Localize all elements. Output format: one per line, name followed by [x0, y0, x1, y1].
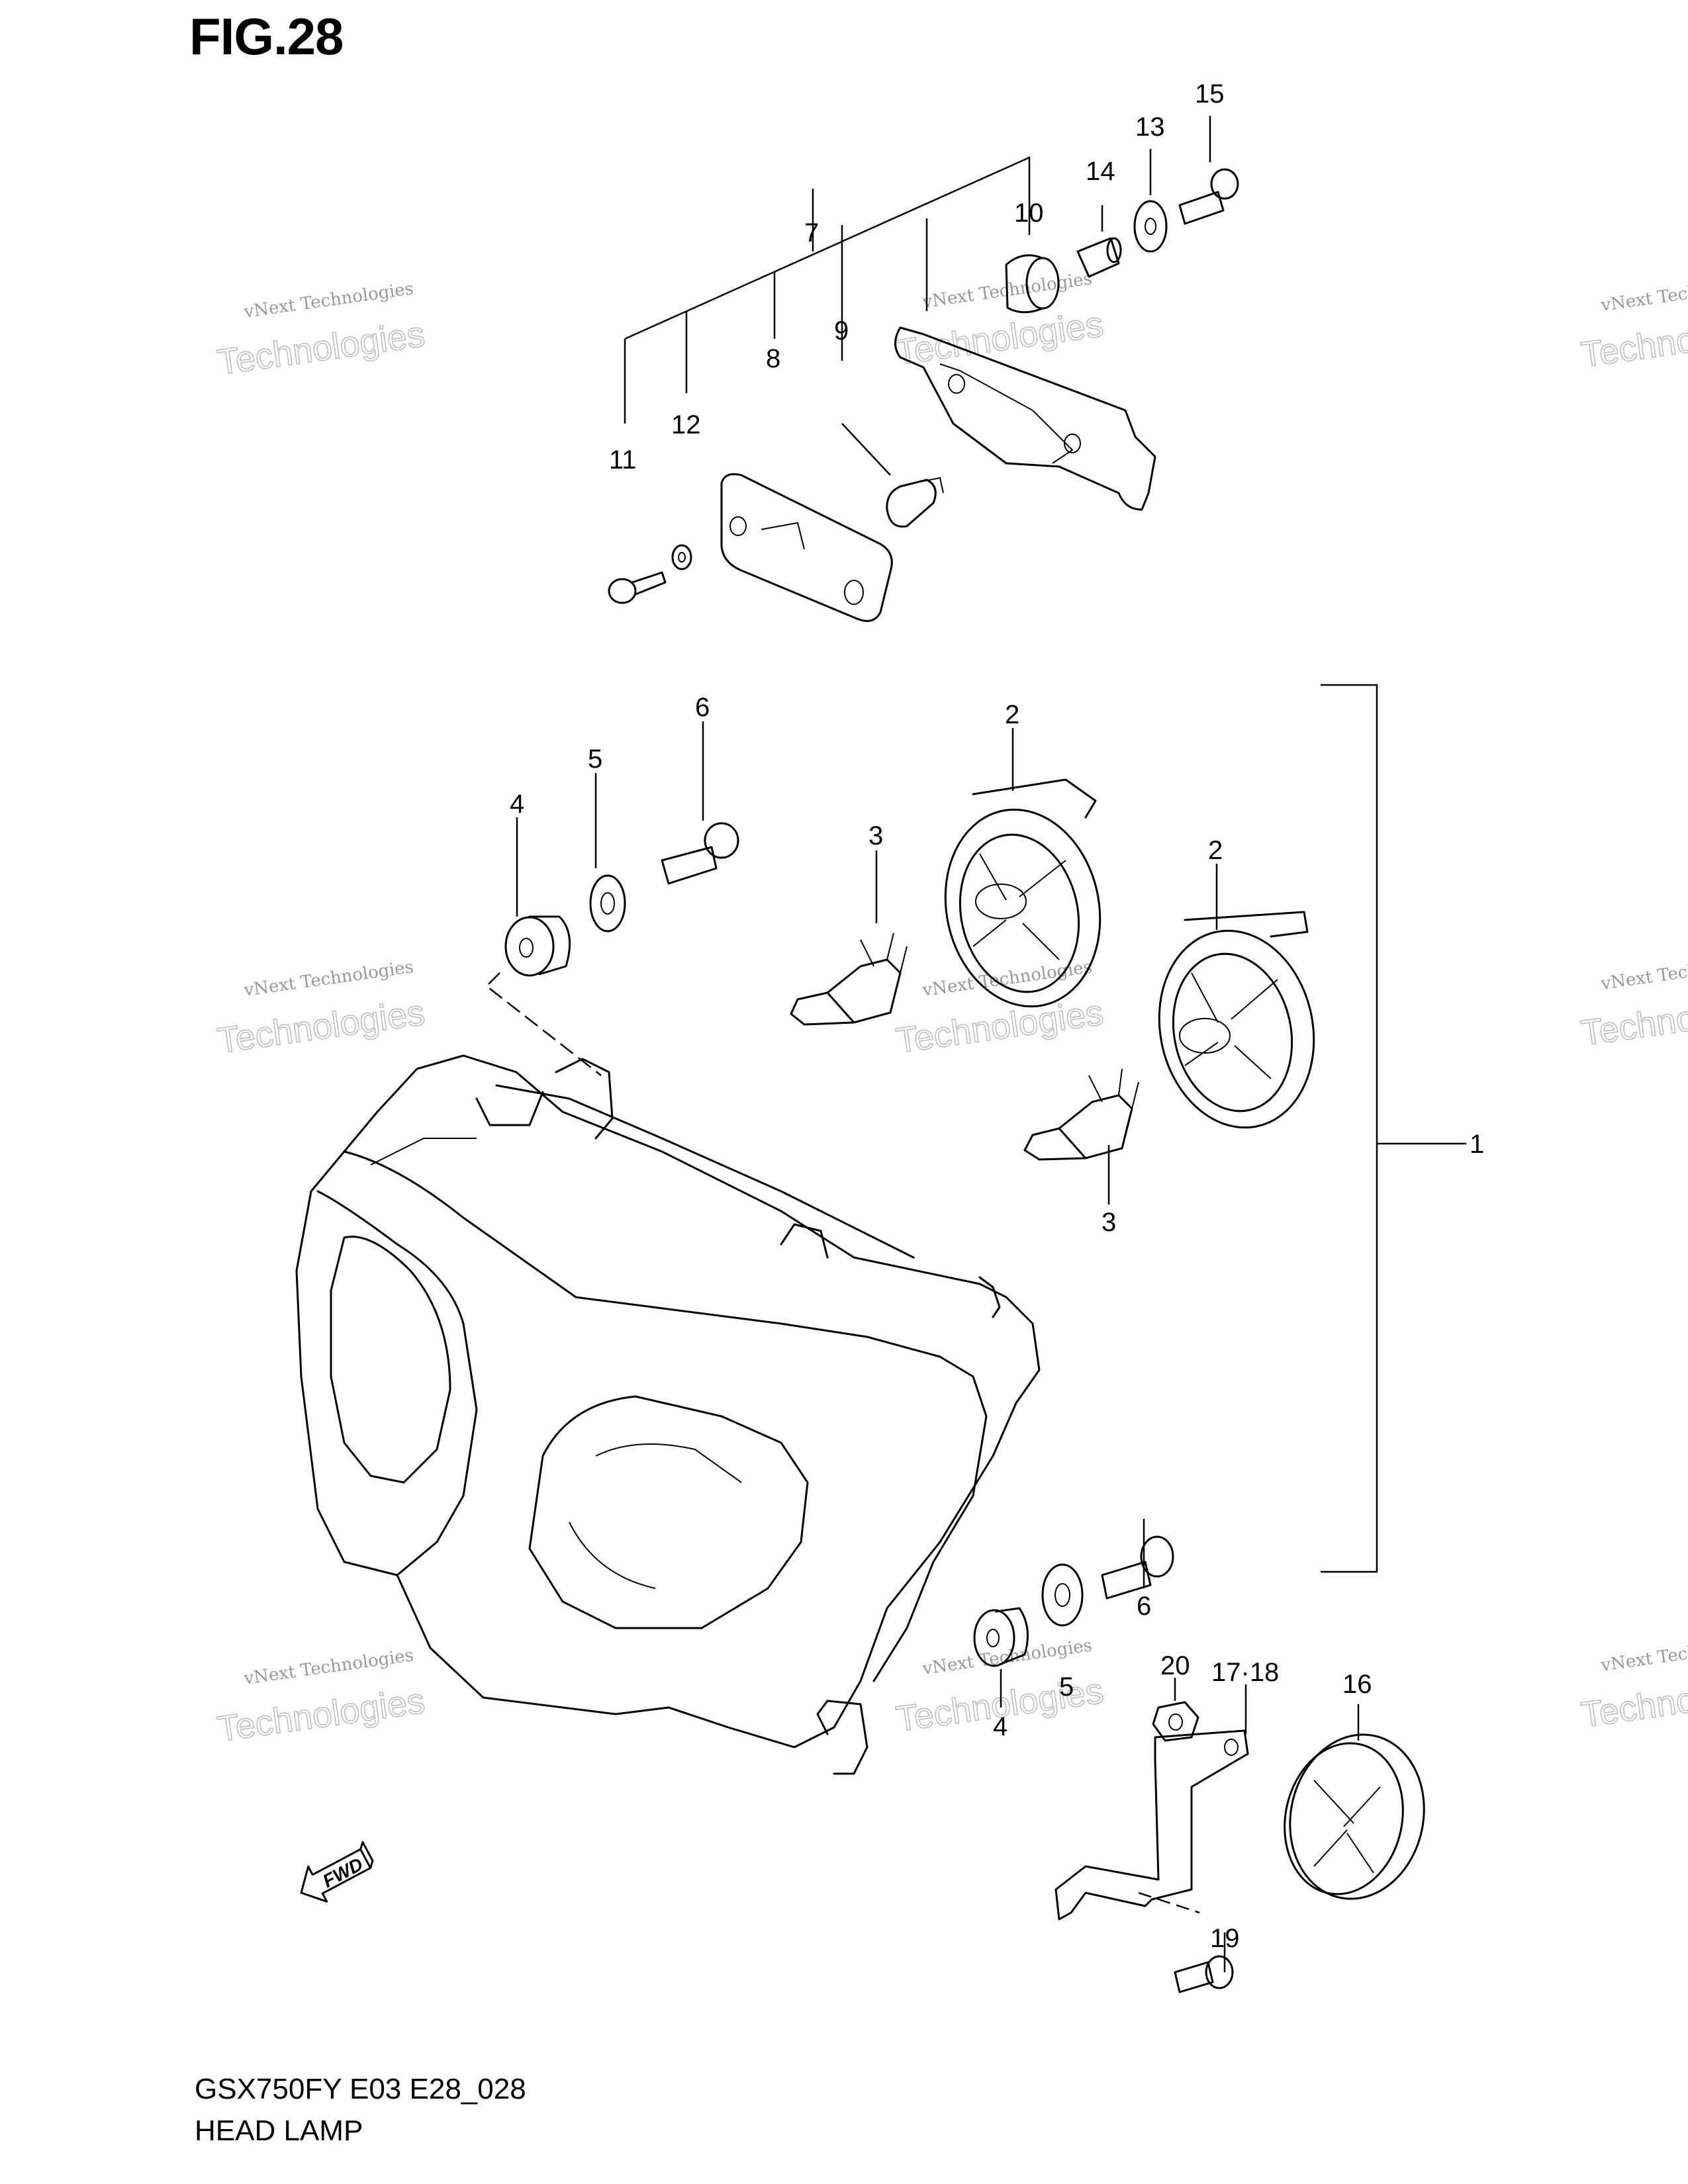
watermark-text: vNext Technologies	[242, 279, 415, 322]
washer-13-icon	[1133, 200, 1168, 253]
upper-mount-hardware	[485, 721, 739, 1076]
callout-11: 11	[609, 445, 637, 475]
washer-12-icon	[671, 544, 692, 570]
watermark-big: Technologies	[894, 993, 1106, 1061]
model-code: GSX750FY E03 E28_028	[195, 2073, 526, 2105]
screw-15-icon	[1178, 168, 1239, 225]
watermark-big: Technologies	[1579, 306, 1688, 375]
callout-1: 1	[1470, 1130, 1484, 1159]
leader-7-bracket	[624, 156, 1031, 340]
leader-19-dash	[1138, 1891, 1200, 1914]
callout-labels: 1 2 2 3 3 4 4 5 5 6 6 7 8 9 10 11 12 13 …	[510, 79, 1484, 1953]
bulb-covers-and-bulbs	[790, 728, 1315, 1205]
callout-7: 7	[804, 218, 819, 248]
callout-9: 9	[834, 316, 849, 345]
leader-mount-dash	[485, 972, 602, 1076]
callout-4b: 4	[993, 1712, 1008, 1741]
assembly-1-bracket	[1321, 684, 1466, 1573]
watermark-big: Technologies	[215, 1681, 428, 1749]
watermark-big: Technologies	[1579, 985, 1688, 1053]
bulb-cover-2b-icon	[1158, 911, 1315, 1129]
callout-4a: 4	[510, 790, 524, 819]
nut-20-icon	[1152, 1701, 1199, 1742]
callout-20: 20	[1160, 1651, 1190, 1680]
callout-6a: 6	[695, 693, 710, 722]
bulb-3b-icon	[1023, 1068, 1139, 1161]
screw-6-icon	[661, 822, 739, 885]
callout-2b: 2	[1208, 836, 1223, 865]
callout-17-18: 17·18	[1211, 1658, 1279, 1687]
fwd-direction-arrow: FWD	[300, 1841, 374, 1903]
callout-16: 16	[1342, 1670, 1372, 1699]
section-name: HEAD LAMP	[195, 2115, 363, 2147]
callout-14: 14	[1086, 157, 1115, 186]
stay-17-18-icon	[1055, 1729, 1249, 1921]
leader-9b	[841, 423, 891, 476]
callout-5a: 5	[588, 745, 602, 774]
watermark-text: vNext Technologies	[1599, 950, 1688, 994]
lamp-socket-bracket-icon	[894, 326, 1156, 511]
headlamp-stay-hardware	[1055, 1678, 1425, 1993]
lower-mount-hardware	[973, 1519, 1174, 1707]
callout-8: 8	[766, 344, 780, 373]
callout-3b: 3	[1102, 1208, 1116, 1237]
watermark-big: Technologies	[215, 993, 428, 1061]
callout-2a: 2	[1005, 700, 1019, 729]
screw-6b-icon	[1101, 1535, 1174, 1600]
callout-3a: 3	[868, 821, 883, 850]
washer-5b-icon	[1041, 1563, 1084, 1627]
watermark-big: Technologies	[215, 314, 428, 383]
screw-19-icon	[1174, 1955, 1234, 1993]
callout-12: 12	[671, 410, 701, 439]
watermark-text: vNext Technologies	[1599, 1632, 1688, 1676]
watermark-text: vNext Technologies	[1599, 272, 1688, 316]
callout-15: 15	[1195, 79, 1225, 109]
position-lamp-assembly	[608, 116, 1239, 622]
watermark-text: vNext Technologies	[242, 1645, 415, 1689]
grommet-10-icon	[1005, 254, 1060, 314]
callout-10: 10	[1014, 199, 1044, 228]
watermark-text: vNext Technologies	[242, 957, 415, 1001]
bulb-9-icon	[886, 477, 944, 528]
callout-5b: 5	[1059, 1672, 1074, 1702]
bulb-cover-2a-icon	[944, 778, 1102, 1008]
bulb-3a-icon	[790, 933, 908, 1026]
headlamp-body-icon	[295, 1054, 1041, 1775]
screw-11-icon	[608, 571, 667, 604]
callout-13: 13	[1135, 113, 1165, 142]
assembly-bracket-line	[1321, 684, 1378, 1573]
collar-14-icon	[1076, 237, 1122, 278]
watermark-big: Technologies	[1579, 1666, 1688, 1735]
position-lamp-lens-icon	[720, 473, 893, 622]
grommet-4-icon	[504, 915, 571, 977]
callout-6b: 6	[1137, 1592, 1151, 1621]
grommet-4b-icon	[973, 1607, 1029, 1667]
callout-19: 19	[1210, 1924, 1240, 1953]
figure-title: FIG.28	[189, 7, 344, 66]
washer-5-icon	[589, 874, 626, 933]
cap-16-icon	[1284, 1733, 1425, 1900]
